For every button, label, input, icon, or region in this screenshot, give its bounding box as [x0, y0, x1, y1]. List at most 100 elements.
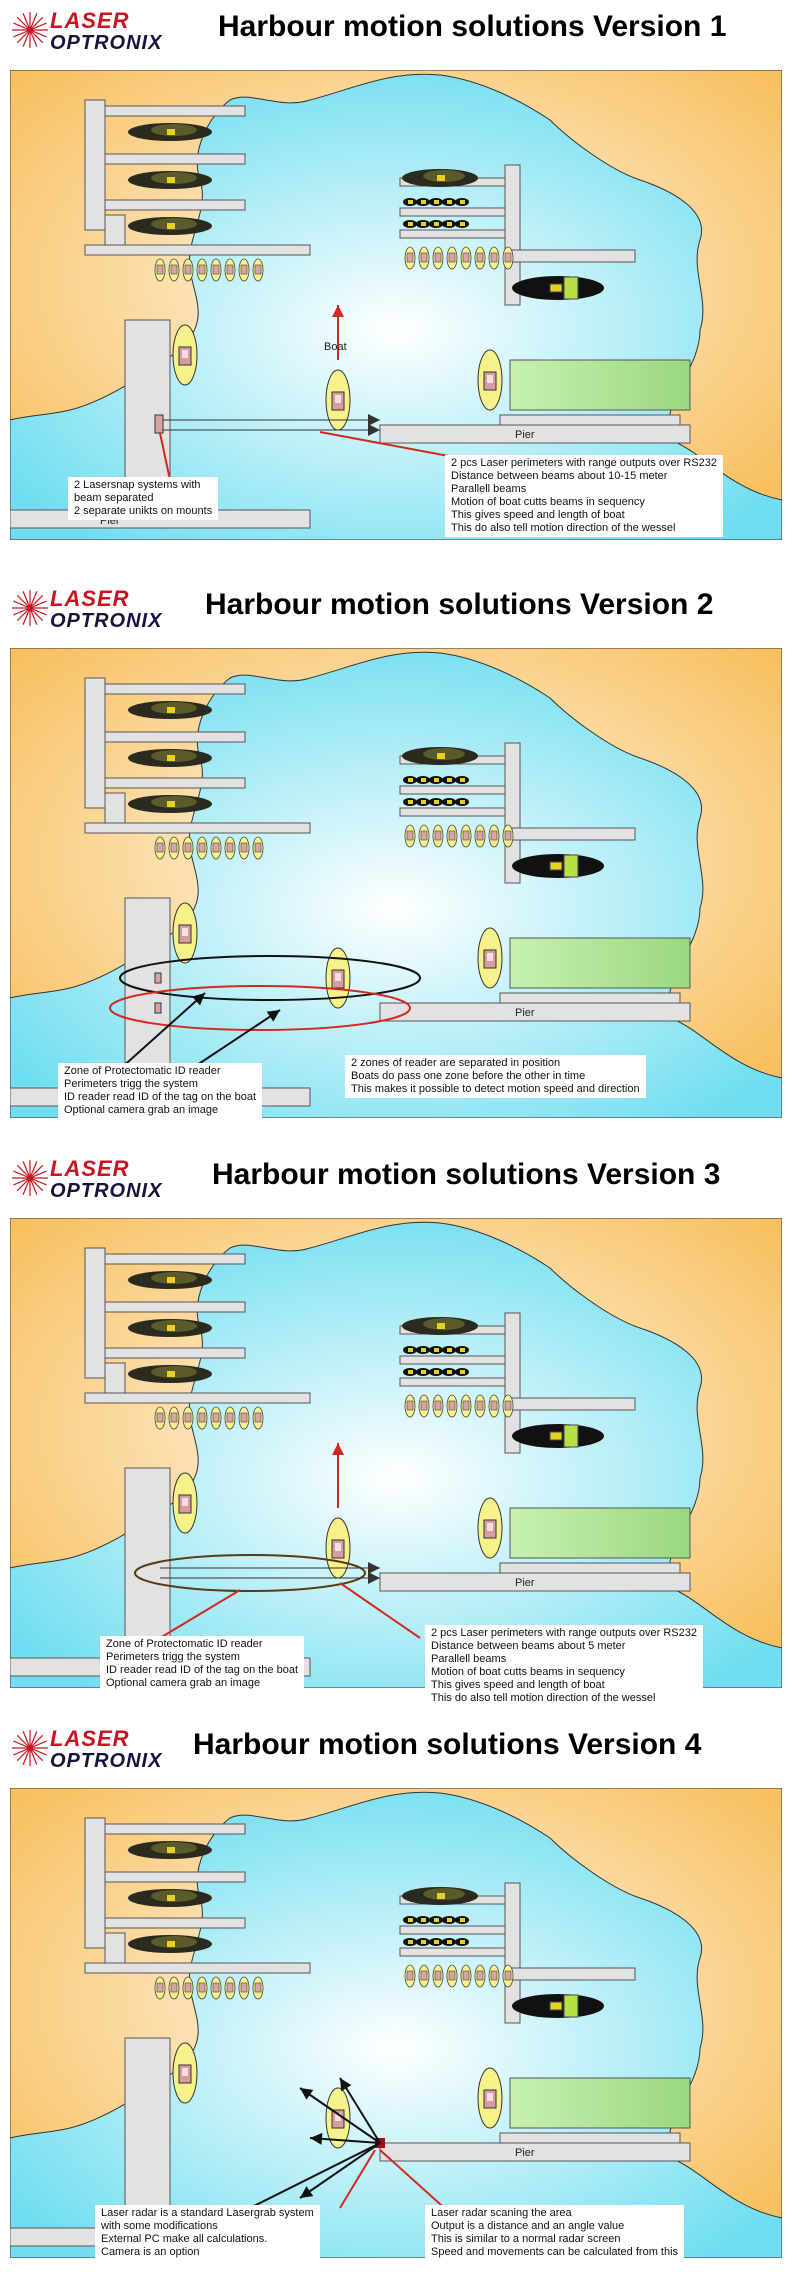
moored-boat [128, 217, 212, 235]
annotation-line: ID reader read ID of the tag on the boat [106, 1664, 299, 1676]
right-pier: Pier [379, 349, 691, 444]
small-boat-row [403, 776, 469, 784]
boat-direction-arrow [332, 305, 344, 360]
panel-title: Harbour motion solutions Version 2 [205, 588, 714, 621]
annotation-line: This makes it possible to detect motion … [351, 1083, 640, 1095]
annotation-box: 2 pcs Laser perimeters with range output… [425, 1625, 703, 1707]
annotation-line: Parallell beams [451, 483, 527, 495]
moored-boat [128, 1271, 212, 1289]
scan-ray-arrow [309, 2132, 381, 2145]
annotation-line: Perimeters trigg the system [64, 1078, 198, 1090]
left-marina [84, 99, 311, 282]
scan-ray-arrow [299, 2142, 381, 2199]
harbour-scene: Pier Pier [10, 1218, 782, 1688]
moving-boat [325, 369, 351, 431]
right-marina [399, 1882, 636, 2024]
moored-boat [128, 1365, 212, 1383]
panel-title: Harbour motion solutions Version 4 [193, 1728, 702, 1761]
annotation-line: beam separated [74, 492, 154, 504]
moving-boat-hull [325, 1517, 351, 1579]
yellow-motor-boat [512, 854, 604, 878]
moored-boat [402, 169, 478, 187]
moored-boat [128, 1319, 212, 1337]
logo-line2: OPTRONIX [50, 610, 163, 632]
panel-title: Harbour motion solutions Version 3 [212, 1158, 721, 1191]
small-boat-row [404, 1964, 514, 1988]
annotation-line: External PC make all calculations. [101, 2233, 268, 2245]
annotation-line: 2 zones of reader are separated in posit… [351, 1057, 561, 1069]
yellow-motor-boat [512, 1424, 604, 1448]
annotation-line: Motion of boat cutts beams in sequency [431, 1666, 625, 1678]
callout-line [339, 1582, 421, 1639]
annotation-line: 2 separate unikts on mounts [74, 505, 213, 517]
annotation-line: Distance between beams about 5 meter [431, 1640, 626, 1652]
annotation-line: Output is a distance and an angle value [431, 2220, 625, 2232]
left-marina [84, 1817, 311, 2000]
annotation-line: 2 pcs Laser perimeters with range output… [431, 1627, 697, 1639]
small-boat-row [403, 798, 469, 806]
right-marina [399, 742, 636, 884]
moored-boat [477, 1497, 503, 1559]
annotation-line: 2 pcs Laser perimeters with range output… [451, 457, 717, 469]
moored-boat [128, 701, 212, 719]
annotation-line: Optional camera grab an image [64, 1104, 219, 1116]
small-boat-row [154, 836, 264, 860]
moving-boat-hull [325, 369, 351, 431]
right-pier: Pier [379, 927, 691, 1022]
panel-title: Harbour motion solutions Version 1 [218, 10, 727, 43]
logo-line1: LASER [50, 1726, 130, 1751]
moored-boat [128, 123, 212, 141]
moored-boat [402, 1887, 478, 1905]
moored-boat [172, 324, 198, 386]
annotation-line: Motion of boat cutts beams in sequency [451, 496, 645, 508]
annotation-line: Zone of Protectomatic ID reader [64, 1065, 221, 1077]
left-pier: Pier [10, 1467, 311, 1677]
annotation-line: This is similar to a normal radar screen [431, 2233, 621, 2245]
laser-beam-arrow [160, 414, 380, 426]
annotation-line: This gives speed and length of boat [451, 509, 625, 521]
moored-boat [402, 747, 478, 765]
logo-line2: OPTRONIX [50, 32, 163, 54]
annotation-line: This do also tell motion direction of th… [451, 522, 676, 534]
annotation-line: Perimeters trigg the system [106, 1651, 240, 1663]
moored-boat [172, 1472, 198, 1534]
right-pier: Pier [379, 1497, 691, 1592]
right-pier: Pier [379, 2067, 691, 2162]
annotation-box: 2 zones of reader are separated in posit… [345, 1055, 646, 1098]
moving-boat-hull [325, 947, 351, 1009]
annotation-box: Laser radar is a standard Lasergrab syst… [95, 2205, 320, 2261]
moving-boat [325, 1517, 351, 1579]
laser-beam-arrow [160, 1572, 380, 1584]
callout-line [159, 1589, 241, 1639]
starburst-icon [12, 12, 48, 48]
left-marina [84, 1247, 311, 1430]
scan-ray-arrow [339, 2077, 381, 2144]
lasersnap-unit [154, 414, 164, 434]
annotation-line: Laser radar is a standard Lasergrab syst… [101, 2207, 314, 2219]
annotation-line: with some modifications [101, 2220, 218, 2232]
moored-boat [128, 795, 212, 813]
small-boat-row [404, 246, 514, 270]
moored-boat [128, 1841, 212, 1859]
yellow-motor-boat [512, 276, 604, 300]
starburst-icon [12, 590, 48, 626]
moving-boat [325, 2087, 351, 2149]
logo-line1: LASER [50, 586, 130, 611]
small-boat-row [404, 1394, 514, 1418]
laser-beam-arrow [160, 424, 380, 436]
logo-line2: OPTRONIX [50, 1750, 163, 1772]
small-boat-row [403, 220, 469, 228]
reader-zone [109, 985, 411, 1031]
yellow-motor-boat [512, 1994, 604, 2018]
annotation-line: This do also tell motion direction of th… [431, 1692, 656, 1704]
moored-boat [128, 171, 212, 189]
